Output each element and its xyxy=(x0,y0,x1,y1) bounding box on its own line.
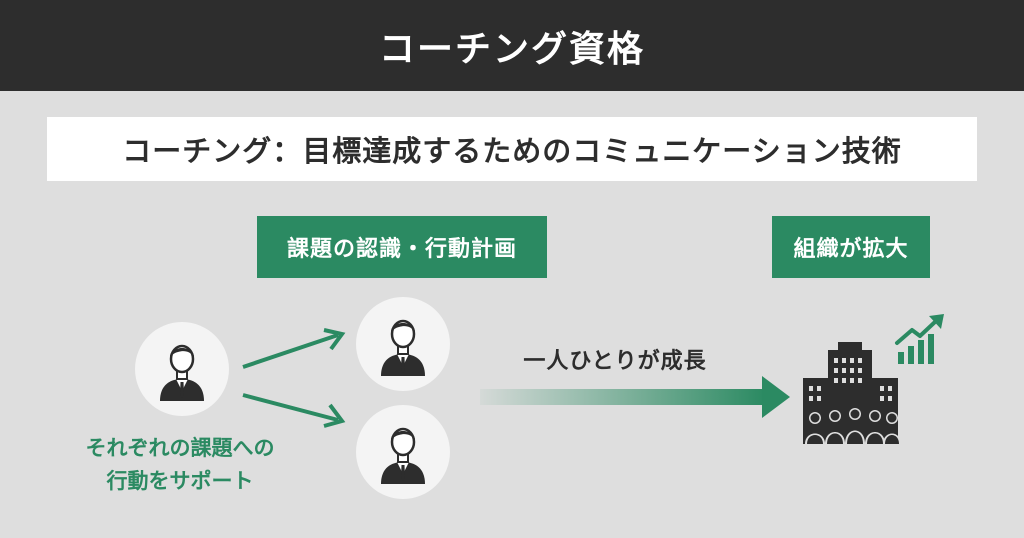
support-caption-line2: 行動をサポート xyxy=(106,469,254,493)
tag-organization-growth: 組織が拡大 xyxy=(772,216,930,278)
growth-chart-icon xyxy=(895,314,944,364)
page-title: コーチング資格 xyxy=(378,28,645,70)
tag-action-plan-label: 課題の認識・行動計画 xyxy=(286,237,517,262)
person-icon xyxy=(381,427,425,484)
coach-avatar xyxy=(135,322,229,416)
support-caption: それぞれの課題への 行動をサポート xyxy=(40,432,320,498)
arrow-right-icon xyxy=(242,393,346,428)
person-icon xyxy=(381,319,425,376)
subtitle-text: コーチング：目標達成するためのコミュニケーション技術 xyxy=(122,134,902,168)
tag-organization-growth-label: 組織が拡大 xyxy=(793,237,909,262)
tag-action-plan: 課題の認識・行動計画 xyxy=(257,216,547,278)
member-avatar-bottom xyxy=(356,405,450,499)
person-icon xyxy=(160,344,204,401)
growth-arrow-icon xyxy=(480,376,790,418)
arrow-right-icon xyxy=(242,328,346,369)
member-avatar-top xyxy=(356,297,450,391)
page-header: コーチング資格 xyxy=(0,0,1024,91)
building-icon xyxy=(803,342,901,444)
support-caption-line1: それぞれの課題への xyxy=(85,436,275,460)
growth-label: 一人ひとりが成長 xyxy=(523,349,707,374)
subtitle-banner: コーチング：目標達成するためのコミュニケーション技術 xyxy=(47,117,977,181)
